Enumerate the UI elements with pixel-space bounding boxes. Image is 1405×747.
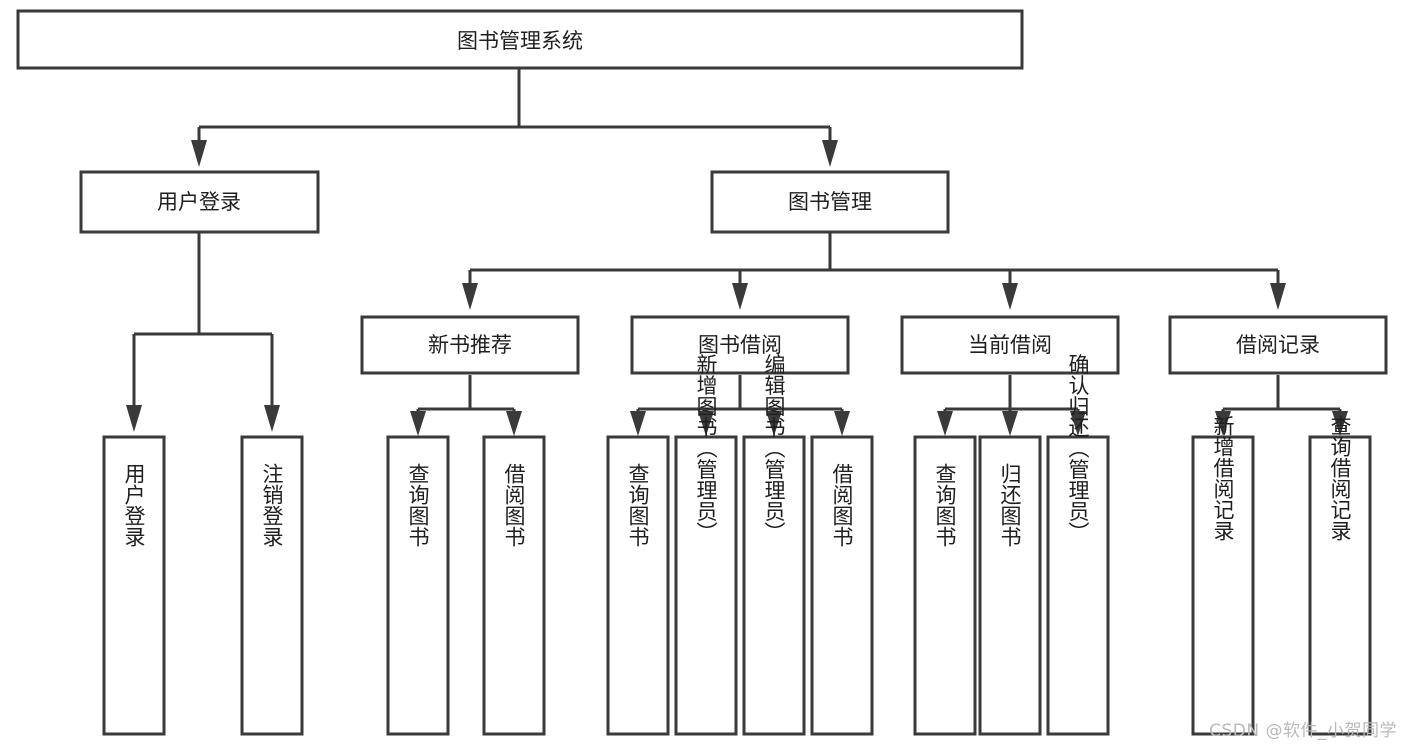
arrow-bb-child-2-icon [698,411,714,436]
leaf-user-login-2[interactable]: 注销登录 [240,435,304,736]
leaf-book-borrow-3-label: 编辑图书（管理员） [762,354,786,543]
arrow-to-book-manage-icon [822,140,838,167]
node-new-book-recommend-label: 新书推荐 [428,333,512,357]
leaf-book-borrow-2-box[interactable] [674,435,738,736]
leaf-book-borrow-1-label: 查询图书 [626,463,650,547]
leaf-book-borrow-1[interactable]: 查询图书 [606,435,670,736]
node-book-borrow[interactable]: 图书借阅 [630,315,850,375]
node-borrow-record[interactable]: 借阅记录 [1168,315,1388,375]
arrow-ul-child-2-icon [264,405,280,432]
leaf-borrow-record-2[interactable]: 查询借阅记录 [1308,415,1372,736]
leaf-borrow-record-2-box[interactable] [1308,435,1372,736]
arrow-to-current-borrow-icon [1002,283,1018,310]
connectors-borrow-record-to-leaves [1215,375,1348,436]
arrow-bb-child-3-icon [766,411,782,436]
leaf-new-book-1-label: 查询图书 [406,463,430,547]
arrow-cb-child-1-icon [937,411,953,436]
leaf-current-borrow-3[interactable]: 确认归还（管理员） [1046,354,1110,736]
arrow-bb-child-1-icon [630,411,646,436]
leaf-book-borrow-3-box[interactable] [742,435,806,736]
leaf-borrow-record-2-label: 查询借阅记录 [1328,415,1352,541]
leaf-borrow-record-1[interactable]: 新增借阅记录 [1191,415,1255,736]
leaf-current-borrow-2-box[interactable] [978,435,1042,736]
leaf-current-borrow-3-box[interactable] [1046,435,1110,736]
node-user-login[interactable]: 用户登录 [79,170,320,234]
node-user-login-box[interactable] [79,170,320,234]
arrow-ul-child-1-icon [126,405,142,432]
node-new-book-recommend-box[interactable] [360,315,580,375]
connectors-book-manage-to-level3 [462,232,1286,310]
node-book-borrow-box[interactable] [630,315,850,375]
arrow-bb-child-4-icon [834,411,850,436]
leaf-current-borrow-3-label: 确认归还（管理员） [1066,354,1090,543]
node-root-box[interactable] [16,9,1024,70]
node-borrow-record-box[interactable] [1168,315,1388,375]
arrow-to-borrow-record-icon [1270,283,1286,310]
arrow-br-child-2-icon [1332,411,1348,436]
node-book-manage-box[interactable] [710,170,950,234]
leaf-book-borrow-4[interactable]: 借阅图书 [810,435,874,736]
connectors-user-login-to-leaves [126,232,280,432]
leaf-user-login-1-label: 用户登录 [122,463,146,547]
arrow-nb-child-1-icon [410,411,426,436]
leaf-current-borrow-1[interactable]: 查询图书 [913,435,977,736]
leaf-new-book-1-box[interactable] [386,435,450,736]
leaf-user-login-1-box[interactable] [102,435,166,736]
node-book-manage[interactable]: 图书管理 [710,170,950,234]
arrow-to-book-borrow-icon [732,283,748,310]
leaf-new-book-2[interactable]: 借阅图书 [482,435,546,736]
leaf-new-book-1[interactable]: 查询图书 [386,435,450,736]
leaf-book-borrow-2-label: 新增图书（管理员） [694,354,718,543]
arrow-cb-child-2-icon [1002,411,1018,436]
leaf-current-borrow-1-box[interactable] [913,435,977,736]
arrow-br-child-1-icon [1215,411,1231,436]
leaf-book-borrow-4-box[interactable] [810,435,874,736]
leaf-borrow-record-1-label: 新增借阅记录 [1211,415,1235,541]
leaf-book-borrow-2[interactable]: 新增图书（管理员） [674,354,738,736]
arrow-nb-child-2-icon [506,411,522,436]
arrow-to-new-book-icon [462,283,478,310]
connectors-root-to-level2 [191,68,838,167]
node-root[interactable]: 图书管理系统 [16,9,1024,70]
arrow-cb-child-3-icon [1070,411,1086,436]
leaf-user-login-2-box[interactable] [240,435,304,736]
leaf-book-borrow-4-label: 借阅图书 [830,463,854,547]
leaf-book-borrow-3[interactable]: 编辑图书（管理员） [742,354,806,736]
arrow-to-user-login-icon [191,140,207,167]
leaf-current-borrow-2-label: 归还图书 [998,463,1022,547]
node-root-label: 图书管理系统 [457,29,583,53]
node-user-login-label: 用户登录 [157,190,241,214]
node-book-borrow-label: 图书借阅 [698,333,782,357]
leaf-current-borrow-1-label: 查询图书 [933,463,957,547]
leaf-user-login-1[interactable]: 用户登录 [102,435,166,736]
node-borrow-record-label: 借阅记录 [1236,333,1320,357]
node-new-book-recommend[interactable]: 新书推荐 [360,315,580,375]
node-book-manage-label: 图书管理 [788,190,872,214]
leaf-new-book-2-box[interactable] [482,435,546,736]
leaf-user-login-2-label: 注销登录 [260,463,284,547]
leaf-current-borrow-2[interactable]: 归还图书 [978,435,1042,736]
leaf-borrow-record-1-box[interactable] [1191,435,1255,736]
node-current-borrow[interactable]: 当前借阅 [900,315,1120,375]
connectors-new-book-to-leaves [410,375,522,436]
leaf-new-book-2-label: 借阅图书 [502,463,526,547]
node-current-borrow-box[interactable] [900,315,1120,375]
node-current-borrow-label: 当前借阅 [968,333,1052,357]
connectors-current-borrow-to-leaves [937,375,1086,436]
connectors-book-borrow-to-leaves [630,375,850,436]
leaf-book-borrow-1-box[interactable] [606,435,670,736]
